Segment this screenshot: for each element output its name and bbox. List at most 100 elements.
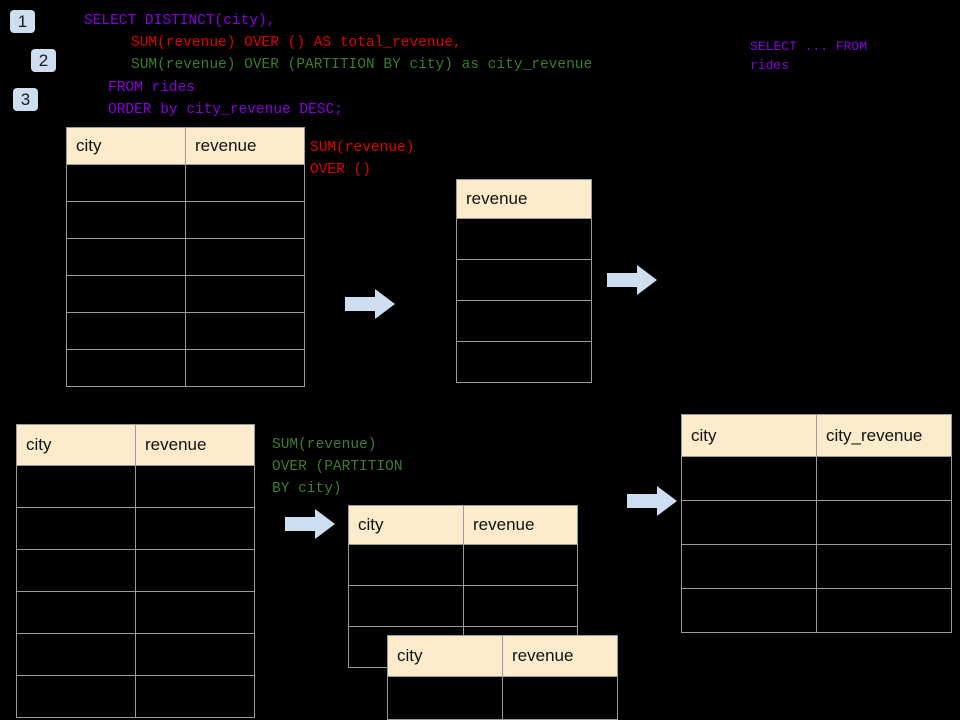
cell — [681, 544, 817, 589]
column-header-revenue: revenue — [135, 424, 255, 466]
step-badge-2: 2 — [31, 49, 56, 72]
table-row — [66, 238, 305, 276]
cell — [456, 300, 592, 342]
table-row — [387, 676, 618, 720]
cell — [185, 349, 305, 387]
sql-line-order-by: ORDER by city_revenue DESC; — [108, 102, 343, 118]
step-badge-3: 3 — [13, 88, 38, 111]
table-row — [66, 349, 305, 387]
table-row — [456, 300, 592, 342]
column-header-revenue: revenue — [502, 635, 618, 677]
cell — [387, 676, 503, 720]
cell — [135, 549, 255, 592]
table-row — [681, 544, 952, 589]
cell — [681, 588, 817, 633]
cell — [16, 591, 136, 634]
table-row — [16, 675, 255, 718]
cell — [135, 591, 255, 634]
table-row — [348, 544, 578, 586]
annotation-total-revenue-line-2: OVER () — [310, 162, 371, 178]
arrow-source-to-partition-icon — [285, 509, 335, 539]
cell — [816, 456, 952, 501]
cell — [135, 633, 255, 676]
table-row — [16, 633, 255, 676]
table-row — [16, 465, 255, 508]
cell — [463, 585, 578, 627]
annotation-city-revenue-line-2: OVER (PARTITION — [272, 459, 403, 475]
cell — [16, 633, 136, 676]
table-header-row: city revenue — [16, 424, 255, 466]
cell — [185, 312, 305, 350]
table-row — [16, 591, 255, 634]
cell — [66, 275, 186, 313]
table-row — [681, 456, 952, 501]
step-badge-1: 1 — [10, 10, 35, 33]
cell — [16, 549, 136, 592]
cell — [16, 465, 136, 508]
total-revenue-table: revenue — [456, 179, 592, 383]
cell — [681, 500, 817, 545]
column-header-city: city — [66, 127, 186, 165]
table-row — [456, 341, 592, 383]
cell — [185, 201, 305, 239]
cell — [66, 201, 186, 239]
column-header-city: city — [387, 635, 503, 677]
column-header-city-revenue: city_revenue — [816, 414, 952, 457]
table-header-row: city city_revenue — [681, 414, 952, 457]
sql-line-city-revenue: SUM(revenue) OVER (PARTITION BY city) as… — [131, 57, 593, 73]
column-header-city: city — [16, 424, 136, 466]
cell — [135, 465, 255, 508]
cell — [135, 675, 255, 718]
table-row — [66, 275, 305, 313]
table-row — [681, 588, 952, 633]
sql-line-from: FROM rides — [108, 80, 196, 96]
cell — [348, 544, 464, 586]
cell — [185, 275, 305, 313]
cell — [66, 349, 186, 387]
table-row — [456, 259, 592, 301]
side-note-line-2: rides — [750, 58, 790, 73]
cell — [185, 164, 305, 202]
table-header-row: revenue — [456, 179, 592, 219]
cell — [66, 312, 186, 350]
cell — [816, 588, 952, 633]
cell — [348, 585, 464, 627]
cell — [456, 259, 592, 301]
cell — [681, 456, 817, 501]
table-header-row: city revenue — [387, 635, 618, 677]
cell — [16, 675, 136, 718]
table-header-row: city revenue — [66, 127, 305, 165]
cell — [135, 507, 255, 550]
table-row — [16, 507, 255, 550]
arrow-total-to-result-icon — [607, 265, 657, 295]
column-header-revenue: revenue — [463, 505, 578, 545]
cell — [816, 544, 952, 589]
partition-group-table-b: city revenue — [387, 635, 618, 720]
annotation-city-revenue-line-1: SUM(revenue) — [272, 437, 377, 453]
table-row — [66, 312, 305, 350]
annotation-total-revenue-line-1: SUM(revenue) — [310, 140, 415, 156]
source-rides-table-partitioned: city revenue — [16, 424, 255, 718]
source-rides-table: city revenue — [66, 127, 305, 387]
result-table: city city_revenue — [681, 414, 952, 633]
column-header-revenue: revenue — [185, 127, 305, 165]
cell — [66, 238, 186, 276]
annotation-city-revenue-line-3: BY city) — [272, 481, 342, 497]
column-header-city: city — [348, 505, 464, 545]
cell — [463, 544, 578, 586]
cell — [16, 507, 136, 550]
cell — [502, 676, 618, 720]
table-row — [348, 585, 578, 627]
cell — [456, 341, 592, 383]
cell — [456, 218, 592, 260]
cell — [185, 238, 305, 276]
sql-line-total-revenue: SUM(revenue) OVER () AS total_revenue, — [131, 35, 462, 51]
table-row — [66, 201, 305, 239]
cell — [816, 500, 952, 545]
cell — [66, 164, 186, 202]
arrow-partition-to-result-icon — [627, 486, 677, 516]
table-row — [456, 218, 592, 260]
sql-line-select: SELECT DISTINCT(city), — [84, 13, 276, 29]
table-row — [16, 549, 255, 592]
arrow-source-to-total-icon — [345, 289, 395, 319]
